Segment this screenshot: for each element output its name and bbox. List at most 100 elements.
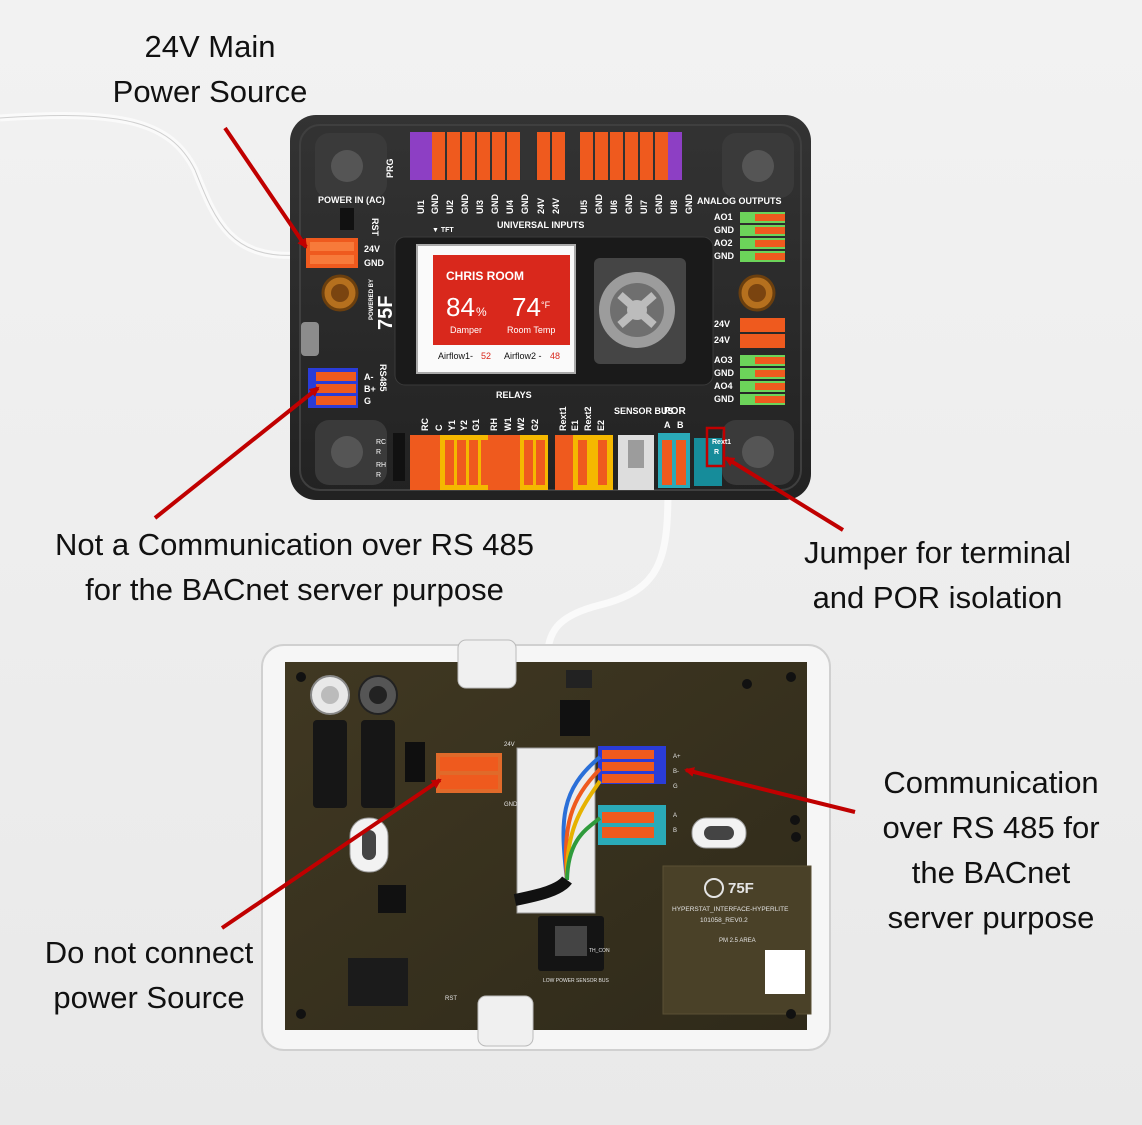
board-term-a-plus: A+: [673, 754, 681, 760]
analog-output-label-6: AO3: [714, 355, 733, 365]
callout-main-power-line1: 24V Main: [144, 29, 276, 64]
screen-temp-unit: °F: [541, 300, 551, 310]
analog-output-label-3: GND: [714, 251, 735, 261]
analog-output-label-2: AO2: [714, 238, 733, 248]
arrow-no-power: [220, 778, 442, 930]
analog-output-label-9: GND: [714, 394, 735, 404]
analog-output-label-4: 24V: [714, 319, 730, 329]
screen-temp-value: 74: [512, 292, 541, 322]
relay-terminals: [393, 426, 726, 490]
relay-terminal-label-7: W2: [516, 418, 526, 432]
ui-terminal-label-17: GND: [684, 194, 694, 215]
ui-terminal-label-1: GND: [430, 194, 440, 215]
screen-damper-unit: %: [476, 305, 487, 319]
power-in-label: POWER IN (AC): [318, 195, 385, 205]
analog-output-label-1: GND: [714, 225, 735, 235]
ui-terminal-label-14: UI7: [639, 200, 649, 214]
board-power-gnd: GND: [504, 802, 518, 808]
relay-terminal-label-11: Rext2: [583, 406, 593, 431]
analog-output-label-0: AO1: [714, 212, 733, 222]
relay-terminal-label-1: C: [434, 424, 444, 431]
relay-terminal-label-5: RH: [489, 418, 499, 431]
power-in-terminal: [306, 208, 358, 268]
arrow-main-power: [223, 126, 308, 249]
rs485-a-label: A-: [364, 372, 374, 382]
ui-terminal-label-8: 24V: [536, 198, 546, 214]
jumper-r-label: R: [714, 449, 719, 456]
ui-terminal-label-5: GND: [490, 194, 500, 215]
screen-airflow2: Airflow2 -: [504, 351, 542, 361]
callout-not-comm-line2: for the BACnet server purpose: [85, 572, 504, 607]
callout-comm-line2: over RS 485 for: [882, 810, 1100, 845]
screen-damper-value: 84: [446, 292, 475, 322]
rs485-g-label: G: [364, 396, 371, 406]
jumper-rext1-label: Rext1: [712, 439, 731, 446]
board-logo: 75F: [728, 880, 754, 897]
arrow-not-comm: [153, 386, 320, 520]
power-cable: [0, 112, 301, 259]
prg-label: PRG: [385, 158, 395, 178]
side-jumper-label-3: R: [376, 472, 381, 479]
arrow-jumper: [724, 456, 845, 532]
arrow-comm-rs485: [684, 767, 856, 814]
power-gnd-label: GND: [364, 258, 385, 268]
callout-main-power-line2: Power Source: [112, 74, 308, 109]
relay-terminal-label-3: Y2: [459, 420, 469, 431]
screen-airflow2-value: 48: [550, 351, 560, 361]
callout-comm-line1: Communication: [883, 765, 1099, 800]
callout-main-power: 24V Main Power Source: [95, 24, 325, 114]
analog-output-terminals: [740, 212, 785, 405]
screen-airflow1: Airflow1-: [438, 351, 473, 361]
callout-no-power-line2: power Source: [53, 980, 245, 1015]
ui-terminal-label-11: GND: [594, 194, 604, 215]
board-connector-label: TH_CON: [589, 948, 610, 954]
tft-label: ▼ TFT: [432, 227, 454, 234]
screen-room: CHRIS ROOM: [446, 269, 524, 283]
universal-inputs-label: UNIVERSAL INPUTS: [497, 220, 584, 230]
board-term-b: B: [673, 828, 677, 834]
board-rst-label: RST: [445, 996, 457, 1002]
side-jumper-label-0: RC: [376, 439, 386, 446]
por-a-label: A: [664, 420, 671, 430]
board-area-label: PM 2.5 AREA: [719, 938, 756, 944]
ui-terminal-label-0: UI1: [416, 200, 426, 214]
sensor-label: SENSOR BUS: [614, 406, 674, 416]
screen-temp-label: Room Temp: [507, 325, 555, 335]
callout-comm-line4: server purpose: [887, 900, 1095, 935]
board-term-a: A: [673, 813, 677, 819]
ui-terminal-label-10: UI5: [579, 200, 589, 214]
display-screen: CHRIS ROOM 84 % 74 °F Damper Room Temp A…: [438, 269, 560, 361]
callout-no-power: Do not connect power Source: [20, 930, 278, 1020]
board-power-24v: 24V: [504, 742, 515, 748]
relay-terminal-label-9: Rext1: [558, 406, 568, 431]
analog-output-label-5: 24V: [714, 335, 730, 345]
comm-cable: [544, 489, 672, 651]
board-sensor-bus: LOW POWER SENSOR BUS: [543, 978, 610, 984]
callout-jumper-line1: Jumper for terminal: [803, 535, 1072, 570]
screen-damper-label: Damper: [450, 325, 482, 335]
callout-jumper: Jumper for terminal and POR isolation: [775, 530, 1100, 620]
analog-output-label-7: GND: [714, 368, 735, 378]
relay-terminal-label-2: Y1: [447, 420, 457, 431]
ui-terminal-label-7: GND: [520, 194, 530, 215]
brand-logo: 75F: [375, 296, 397, 330]
rst-label: RST: [370, 218, 380, 237]
brand-small: POWERED BY: [369, 279, 375, 320]
ui-terminal-label-9: 24V: [551, 198, 561, 214]
side-jumper-label-1: R: [376, 449, 381, 456]
relay-terminal-label-12: E2: [596, 420, 606, 431]
callout-comm-line3: the BACnet: [911, 855, 1071, 890]
board-revision: 101058_REV0.2: [700, 917, 748, 924]
relay-terminal-label-6: W1: [503, 418, 513, 432]
board-model: HYPERSTAT_INTERFACE-HYPERLITE: [672, 906, 789, 913]
relay-terminal-label-4: G1: [471, 419, 481, 431]
side-jumper-label-2: RH: [376, 462, 386, 469]
ui-terminal-label-4: UI3: [475, 200, 485, 214]
rs485-b-label: B+: [364, 384, 376, 394]
ui-terminal-label-6: UI4: [505, 200, 515, 214]
screen-airflow1-value: 52: [481, 351, 491, 361]
interface-board: [261, 639, 831, 1051]
ui-terminal-label-12: UI6: [609, 200, 619, 214]
